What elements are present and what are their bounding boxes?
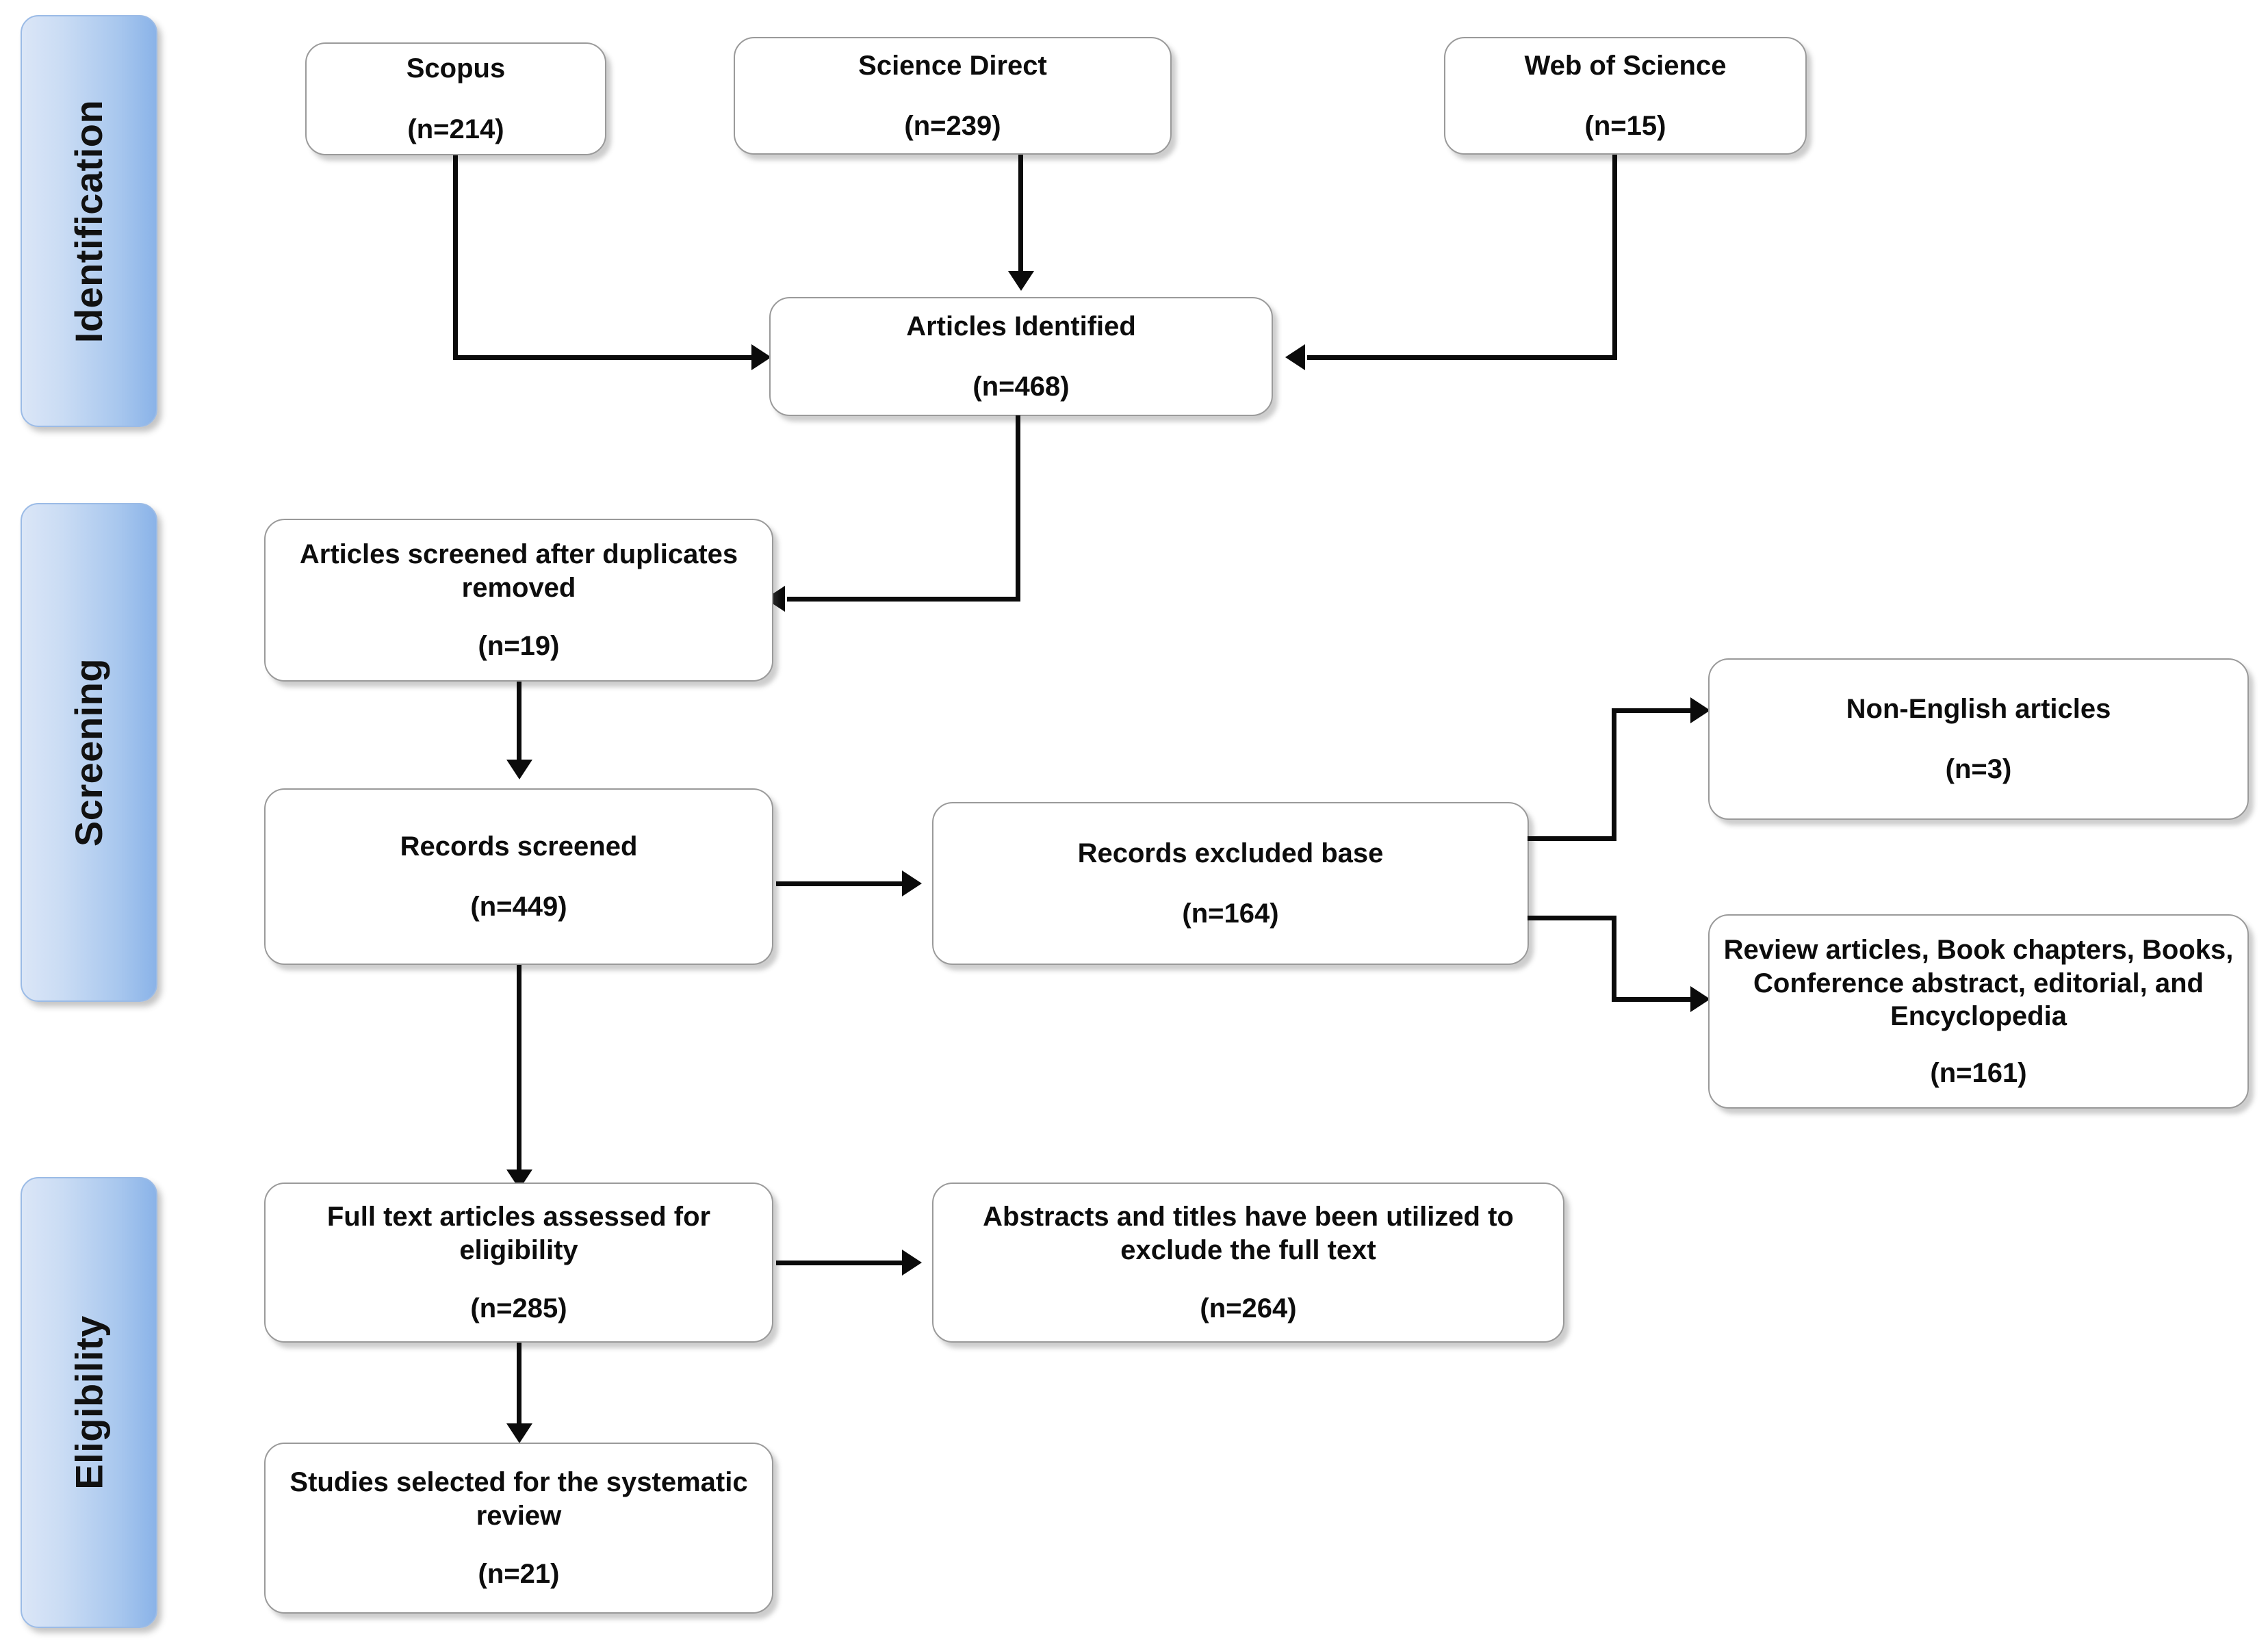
node-full-text-assessed: Full text articles assessed for eligibil… xyxy=(264,1183,773,1343)
node-records-excluded-count: (n=164) xyxy=(1182,899,1279,929)
connector-excluded-to-review-h1 xyxy=(1528,916,1616,920)
stage-label-identification: Identification xyxy=(67,99,111,343)
node-review-articles: Review articles, Book chapters, Books, C… xyxy=(1708,914,2249,1109)
node-articles-identified-title: Articles Identified xyxy=(906,311,1136,341)
node-articles-screened-duplicates-title: Articles screened after duplicates remov… xyxy=(299,539,738,603)
node-records-screened-count: (n=449) xyxy=(470,892,567,922)
node-review-articles-count: (n=161) xyxy=(1930,1058,2027,1089)
node-records-excluded-title: Records excluded base xyxy=(1077,838,1384,868)
node-review-articles-title: Review articles, Book chapters, Books, C… xyxy=(1723,934,2234,1032)
node-studies-selected-count: (n=21) xyxy=(478,1558,560,1589)
node-scopus: Scopus (n=214) xyxy=(305,42,606,155)
node-articles-screened-duplicates: Articles screened after duplicates remov… xyxy=(264,519,773,682)
node-scopus-count: (n=214) xyxy=(407,114,504,144)
node-studies-selected-title: Studies selected for the systematic revi… xyxy=(289,1467,748,1531)
connector-duplicates-to-records xyxy=(517,682,521,764)
node-records-excluded: Records excluded base (n=164) xyxy=(932,802,1529,965)
connector-science-direct-vertical xyxy=(1018,155,1023,276)
node-abstracts-titles: Abstracts and titles have been utilized … xyxy=(932,1183,1564,1343)
stage-bar-eligibility: Eligibility xyxy=(21,1177,157,1628)
arrowhead-screened-to-excluded xyxy=(902,870,922,896)
connector-identified-horizontal xyxy=(787,597,1020,602)
node-abstracts-titles-title: Abstracts and titles have been utilized … xyxy=(983,1202,1514,1265)
node-web-of-science: Web of Science (n=15) xyxy=(1444,37,1807,155)
node-science-direct-title: Science Direct xyxy=(858,50,1047,81)
connector-identified-vertical xyxy=(1016,415,1020,602)
node-web-of-science-title: Web of Science xyxy=(1524,50,1727,81)
node-science-direct-count: (n=239) xyxy=(904,111,1001,142)
arrowhead-duplicates-to-records xyxy=(506,760,532,779)
connector-scopus-horizontal xyxy=(453,355,754,360)
node-scopus-title: Scopus xyxy=(406,53,506,84)
node-records-screened: Records screened (n=449) xyxy=(264,788,773,965)
arrowhead-scopus-to-identified xyxy=(751,344,771,370)
connector-fulltext-to-studies xyxy=(517,1343,521,1427)
arrowhead-fulltext-to-abstracts xyxy=(902,1250,922,1276)
arrowhead-science-direct-to-identified xyxy=(1008,271,1034,291)
connector-excluded-to-nonenglish-h2 xyxy=(1612,708,1704,713)
connector-scopus-vertical xyxy=(453,155,458,357)
connector-excluded-to-nonenglish-v xyxy=(1612,708,1616,841)
node-articles-identified-count: (n=468) xyxy=(972,372,1070,402)
node-full-text-assessed-count: (n=285) xyxy=(470,1293,567,1323)
stage-label-eligibility: Eligibility xyxy=(67,1315,111,1490)
arrowhead-web-of-science-to-identified xyxy=(1285,344,1305,370)
node-non-english-count: (n=3) xyxy=(1945,754,2012,785)
node-records-screened-title: Records screened xyxy=(400,831,638,862)
connector-screened-to-fulltext xyxy=(517,965,521,1174)
connector-fulltext-to-abstracts xyxy=(776,1261,906,1265)
arrowhead-excluded-to-nonenglish xyxy=(1690,697,1710,723)
connector-excluded-to-review-v xyxy=(1612,916,1616,1002)
stage-label-screening: Screening xyxy=(67,658,111,847)
connector-screened-to-excluded xyxy=(776,881,906,886)
arrowhead-fulltext-to-studies xyxy=(506,1423,532,1443)
node-non-english-title: Non-English articles xyxy=(1846,693,2111,724)
node-full-text-assessed-title: Full text articles assessed for eligibil… xyxy=(326,1202,711,1265)
node-non-english: Non-English articles (n=3) xyxy=(1708,658,2249,820)
node-science-direct: Science Direct (n=239) xyxy=(734,37,1172,155)
connector-excluded-to-nonenglish-h1 xyxy=(1528,836,1616,841)
stage-bar-screening: Screening xyxy=(21,503,157,1002)
node-abstracts-titles-count: (n=264) xyxy=(1200,1293,1297,1323)
node-articles-identified: Articles Identified (n=468) xyxy=(769,297,1273,416)
node-studies-selected: Studies selected for the systematic revi… xyxy=(264,1443,773,1614)
stage-bar-identification: Identification xyxy=(21,15,157,427)
node-web-of-science-count: (n=15) xyxy=(1584,111,1666,142)
connector-excluded-to-review-h2 xyxy=(1612,997,1704,1002)
arrowhead-excluded-to-review xyxy=(1690,986,1710,1012)
connector-web-of-science-vertical xyxy=(1612,155,1617,358)
node-articles-screened-duplicates-count: (n=19) xyxy=(478,630,560,661)
connector-web-of-science-horizontal xyxy=(1307,355,1617,360)
